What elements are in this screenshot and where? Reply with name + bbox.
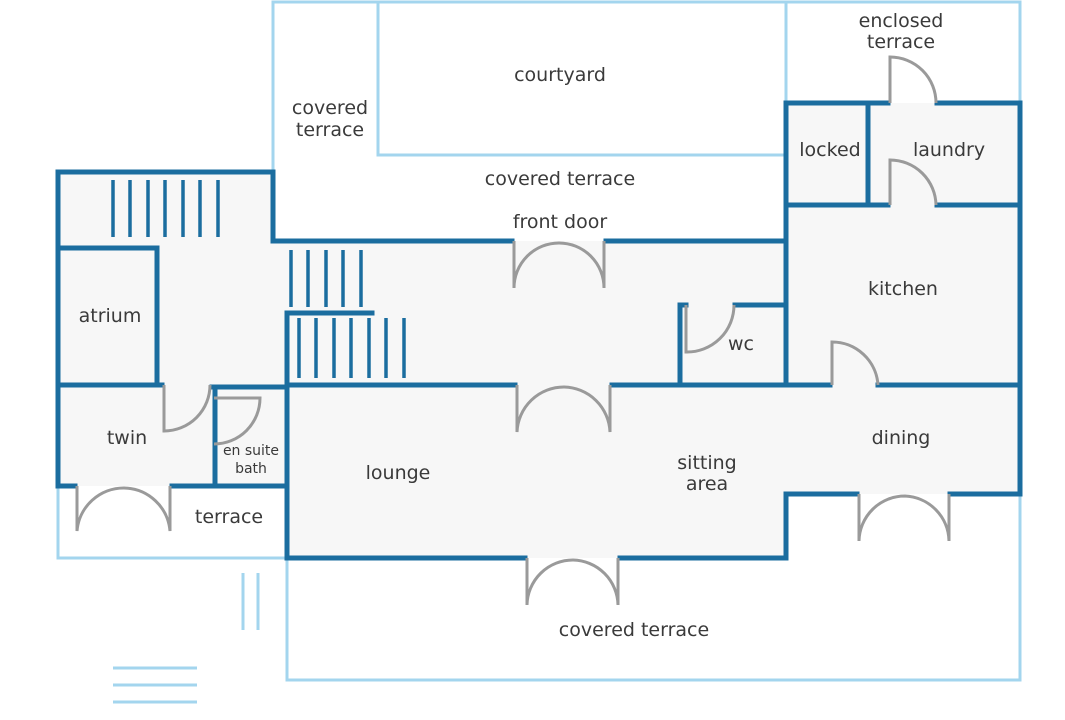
- laundry-door: [888, 158, 938, 206]
- label-sitting-area-2: area: [686, 473, 728, 495]
- label-twin: twin: [107, 427, 147, 449]
- label-en-suite-2: bath: [235, 461, 267, 477]
- label-en-suite-1: en suite: [223, 443, 279, 459]
- label-covered-terrace-top: covered terrace: [485, 168, 635, 190]
- label-covered-terrace-left-1: covered: [292, 97, 368, 119]
- label-dining: dining: [872, 427, 931, 449]
- label-locked: locked: [799, 139, 860, 161]
- label-enclosed-terrace-2: terrace: [867, 31, 935, 53]
- twin-door: [162, 384, 212, 433]
- label-covered-terrace-left-2: terrace: [296, 119, 364, 141]
- label-wc: wc: [728, 333, 754, 355]
- en-suite-door: [213, 396, 262, 446]
- outdoor-outlines: [56, 0, 1022, 704]
- label-sitting-area-1: sitting: [677, 452, 736, 474]
- walls: [55, 100, 1023, 561]
- label-lounge: lounge: [366, 462, 431, 484]
- room-labels: courtyard covered terrace covered terrac…: [79, 10, 985, 641]
- twin-terrace-door: [75, 486, 172, 532]
- label-enclosed-terrace-1: enclosed: [859, 10, 944, 32]
- label-kitchen: kitchen: [868, 278, 938, 300]
- label-front-door: front door: [513, 211, 608, 233]
- wc-door: [684, 304, 736, 354]
- lounge-hall-door: [515, 385, 612, 433]
- terrace-door-bottom: [525, 558, 620, 606]
- stairs: [111, 180, 406, 378]
- kitchen-door: [830, 340, 880, 386]
- label-courtyard: courtyard: [514, 64, 606, 86]
- label-terrace: terrace: [195, 506, 263, 528]
- label-laundry: laundry: [913, 139, 985, 161]
- label-covered-terrace-bottom: covered terrace: [559, 619, 709, 641]
- front-door: [512, 241, 606, 289]
- label-atrium: atrium: [79, 305, 142, 327]
- doors[interactable]: [75, 55, 951, 606]
- building-floor: [58, 103, 1020, 558]
- dining-door: [857, 494, 951, 542]
- courtyard-outline: [376, 0, 788, 157]
- enclosed-terrace-door: [888, 55, 938, 104]
